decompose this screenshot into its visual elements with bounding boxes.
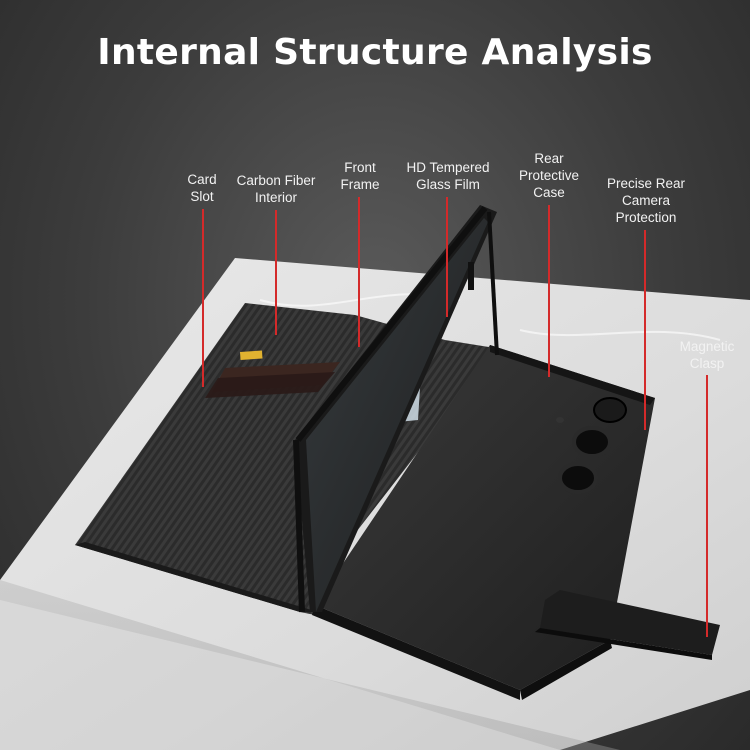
callout-carbon-fiber-interior: Carbon Fiber Interior [216, 172, 336, 206]
callout-hd-tempered-glass-film: HD Tempered Glass Film [388, 159, 508, 193]
callout-line [446, 197, 448, 317]
callout-card-slot: Card Slot [142, 171, 262, 205]
callout-precise-rear-camera-protection: Precise Rear Camera Protection [586, 175, 706, 226]
callout-line [706, 375, 708, 637]
callout-text: Front [344, 160, 376, 175]
callout-line [358, 197, 360, 347]
callout-line [644, 230, 646, 430]
callout-text: Carbon Fiber [236, 173, 316, 188]
magnetic-clasp-strap [535, 590, 720, 660]
page-title: Internal Structure Analysis [97, 32, 653, 73]
callout-text: Camera [621, 193, 670, 208]
camera-cutouts [556, 397, 627, 494]
callout-text: Glass Film [416, 177, 480, 192]
callout-text: HD Tempered [406, 160, 490, 175]
callout-rear-protective-case: Rear Protective Case [489, 150, 609, 201]
callout-text: Card [187, 172, 217, 187]
callout-line [202, 209, 204, 387]
callout-text: Frame [340, 177, 380, 192]
callout-text: Protection [615, 210, 677, 225]
callout-text: Clasp [689, 356, 725, 371]
callout-front-frame: Front Frame [300, 159, 420, 193]
callout-text: Magnetic [679, 339, 735, 354]
callout-text: Precise Rear [606, 176, 686, 191]
callout-text: Case [533, 185, 565, 200]
callout-text: Interior [254, 190, 298, 205]
callout-text: Slot [190, 189, 214, 204]
callout-text: Rear [534, 151, 564, 166]
callout-magnetic-clasp: Magnetic Clasp [647, 338, 750, 372]
callout-line [275, 210, 277, 335]
callout-text: Protective [518, 168, 580, 183]
callout-line [548, 205, 550, 377]
